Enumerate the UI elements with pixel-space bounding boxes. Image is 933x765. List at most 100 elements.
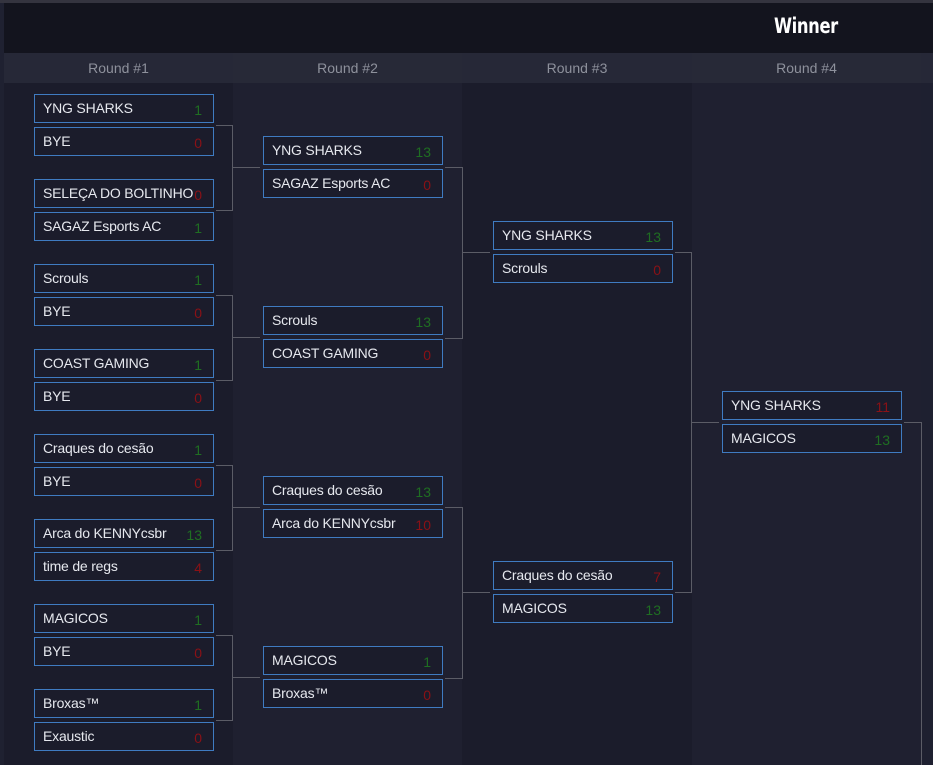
connector-line [216,125,232,126]
team-score: 1 [194,272,202,288]
connector-line [216,295,232,296]
team-slot[interactable]: SAGAZ Esports AC 0 [263,169,443,198]
team-score: 0 [194,390,202,406]
team-score: 0 [423,687,431,703]
connector-line [216,635,232,636]
team-slot[interactable]: COAST GAMING 1 [34,349,214,378]
team-name: MAGICOS [272,652,337,668]
team-score: 13 [645,602,661,618]
team-name: YNG SHARKS [43,100,133,116]
team-slot[interactable]: Scrouls 0 [493,254,673,283]
team-slot[interactable]: Broxas™ 1 [34,689,214,718]
team-slot[interactable]: MAGICOS 13 [722,424,902,453]
team-score: 11 [875,399,890,415]
connector-line [691,422,719,423]
team-score: 1 [194,697,202,713]
connector-line [675,252,691,253]
connector-line [216,210,232,211]
connector-line [445,167,462,168]
team-score: 13 [186,527,202,543]
connector-line [904,422,921,423]
team-name: Exaustic [43,728,95,744]
team-score: 1 [194,220,202,236]
top-border [0,0,933,3]
team-score: 0 [194,645,202,661]
left-strip [0,3,4,765]
team-score: 4 [194,560,202,576]
team-name: YNG SHARKS [272,142,362,158]
connector-line [462,252,490,253]
team-score: 0 [194,305,202,321]
team-name: Broxas™ [43,695,100,711]
team-name: YNG SHARKS [731,397,821,413]
team-slot[interactable]: YNG SHARKS 1 [34,94,214,123]
team-name: BYE [43,303,71,319]
team-slot[interactable]: BYE 0 [34,297,214,326]
team-slot[interactable]: BYE 0 [34,127,214,156]
team-name: SAGAZ Esports AC [272,175,391,191]
team-slot[interactable]: BYE 0 [34,467,214,496]
team-score: 13 [645,229,661,245]
team-slot[interactable]: time de regs 4 [34,552,214,581]
team-slot[interactable]: Arca do KENNYcsbr 13 [34,519,214,548]
team-slot[interactable]: YNG SHARKS 13 [493,221,673,250]
team-name: BYE [43,643,71,659]
connector-line [445,507,462,508]
team-slot[interactable]: Broxas™ 0 [263,679,443,708]
team-score: 10 [415,517,431,533]
team-name: MAGICOS [43,610,108,626]
team-name: BYE [43,473,71,489]
team-score: 0 [194,475,202,491]
team-slot[interactable]: Craques do cesão 1 [34,434,214,463]
round-header-3: Round #3 [462,53,692,83]
connector-line [462,592,490,593]
team-name: COAST GAMING [272,345,379,361]
team-score: 1 [194,357,202,373]
team-score: 0 [194,135,202,151]
team-score: 1 [194,612,202,628]
team-name: YNG SHARKS [502,227,592,243]
team-slot[interactable]: Craques do cesão 7 [493,561,673,590]
round-header-1: Round #1 [4,53,233,83]
team-name: SAGAZ Esports AC [43,218,162,234]
overflow-column [921,53,933,765]
connector-line [232,465,233,551]
team-slot[interactable]: YNG SHARKS 13 [263,136,443,165]
team-slot[interactable]: SELEÇA DO BOLTINHO 0 [34,179,214,208]
team-name: Broxas™ [272,685,329,701]
team-name: Craques do cesão [502,567,613,583]
connector-line [216,550,232,551]
team-name: MAGICOS [502,600,567,616]
team-slot[interactable]: Exaustic 0 [34,722,214,751]
team-slot[interactable]: Scrouls 1 [34,264,214,293]
team-name: BYE [43,388,71,404]
team-slot[interactable]: MAGICOS 1 [263,646,443,675]
team-slot[interactable]: BYE 0 [34,637,214,666]
team-score: 13 [874,432,890,448]
team-slot[interactable]: Craques do cesão 13 [263,476,443,505]
team-slot[interactable]: MAGICOS 13 [493,594,673,623]
team-name: BYE [43,133,71,149]
team-slot[interactable]: MAGICOS 1 [34,604,214,633]
team-slot[interactable]: YNG SHARKS 11 [722,391,902,420]
round-3-column [462,53,692,765]
connector-line [232,507,260,508]
team-name: Scrouls [502,260,548,276]
team-slot[interactable]: Arca do KENNYcsbr 10 [263,509,443,538]
team-score: 0 [194,730,202,746]
team-score: 0 [423,347,431,363]
bracket-header [4,3,933,53]
connector-line [232,125,233,211]
team-name: COAST GAMING [43,355,150,371]
team-slot[interactable]: COAST GAMING 0 [263,339,443,368]
team-score: 7 [653,569,661,585]
team-name: MAGICOS [731,430,796,446]
team-slot[interactable]: SAGAZ Esports AC 1 [34,212,214,241]
team-score: 0 [653,262,661,278]
team-name: SELEÇA DO BOLTINHO [43,185,194,201]
connector-line [232,167,260,168]
team-slot[interactable]: Scrouls 13 [263,306,443,335]
connector-line [216,465,232,466]
connector-line [462,167,463,339]
team-slot[interactable]: BYE 0 [34,382,214,411]
